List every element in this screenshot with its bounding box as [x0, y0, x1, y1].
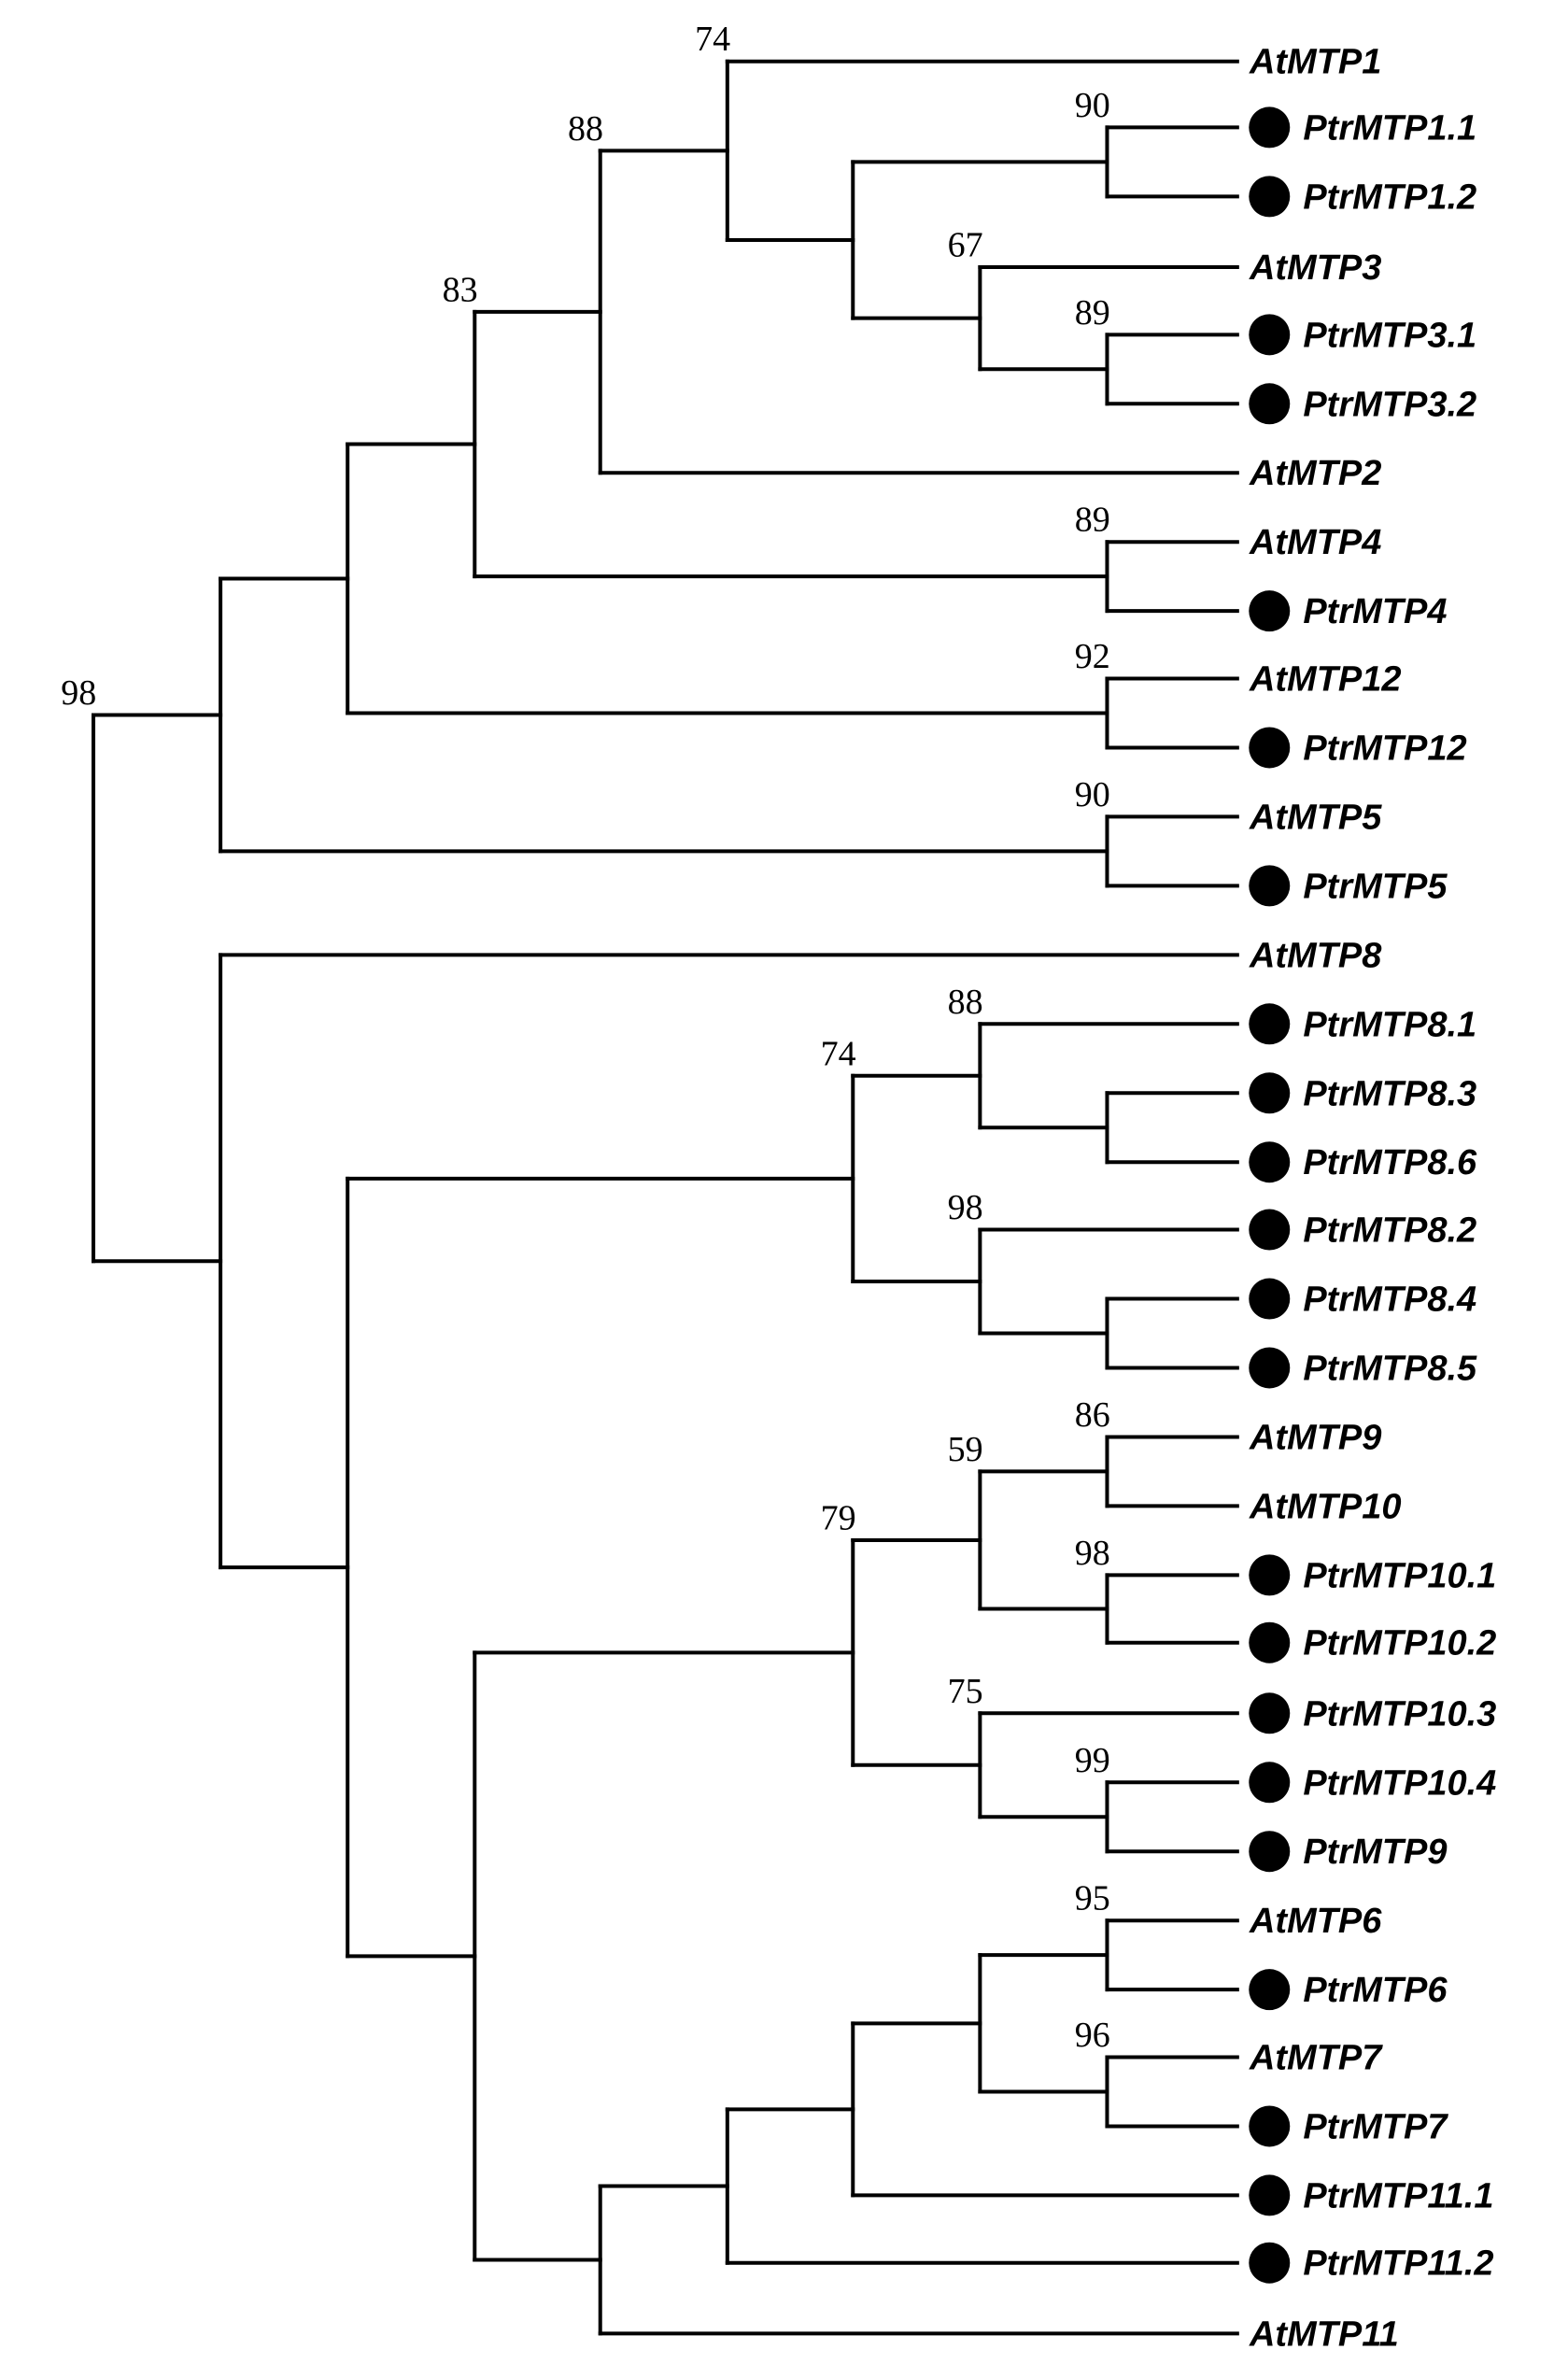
- leaf-label: PtrMTP8.1: [1303, 1005, 1476, 1044]
- leaf-label: PtrMTP10.1: [1303, 1556, 1496, 1595]
- bootstrap-value: 96: [1075, 2016, 1110, 2055]
- leaf-label: AtMTP5: [1249, 798, 1382, 837]
- bootstrap-value: 89: [1075, 501, 1110, 540]
- filled-circle-marker: [1249, 1969, 1291, 2011]
- filled-circle-marker: [1249, 106, 1291, 149]
- leaf-label: AtMTP9: [1249, 1418, 1381, 1457]
- filled-circle-marker: [1249, 727, 1291, 769]
- filled-circle-marker: [1249, 1621, 1291, 1663]
- bootstrap-value: 74: [695, 20, 730, 59]
- filled-circle-marker: [1249, 1278, 1291, 1320]
- bootstrap-value: 75: [948, 1672, 983, 1711]
- bootstrap-value: 86: [1075, 1395, 1110, 1435]
- leaf-label: PtrMTP3.1: [1303, 316, 1476, 355]
- bootstrap-value: 89: [1075, 293, 1110, 333]
- bootstrap-value: 59: [948, 1430, 983, 1469]
- bootstrap-value: 74: [821, 1034, 856, 1073]
- leaf-label: AtMTP7: [1249, 2038, 1383, 2077]
- leaf-label: PtrMTP5: [1303, 867, 1448, 906]
- leaf-label: AtMTP12: [1249, 659, 1402, 699]
- bootstrap-value: 88: [568, 109, 603, 149]
- leaf-label: PtrMTP12: [1303, 729, 1466, 768]
- leaf-label: PtrMTP8.2: [1303, 1211, 1476, 1251]
- leaf-label: PtrMTP8.3: [1303, 1074, 1476, 1113]
- leaf-label: AtMTP8: [1249, 936, 1382, 975]
- leaf-label: PtrMTP8.4: [1303, 1281, 1476, 1320]
- filled-circle-marker: [1249, 2174, 1291, 2216]
- bootstrap-values: 90 89 67 74 88 89 83 92 90 88 98 74 86 98 59 99 75 79 95 96…: [61, 20, 1109, 2055]
- leaf-label: PtrMTP4: [1303, 592, 1447, 631]
- leaf-label: PtrMTP10.2: [1303, 1624, 1496, 1663]
- bootstrap-value: 92: [1075, 637, 1110, 676]
- tree-branches: [92, 59, 1239, 2336]
- filled-circle-marker: [1249, 314, 1291, 356]
- leaf-label: PtrMTP6: [1303, 1971, 1448, 2010]
- leaf-markers: [1249, 106, 1291, 2284]
- leaf-label: PtrMTP8.6: [1303, 1143, 1477, 1182]
- leaf-label: AtMTP4: [1249, 523, 1381, 562]
- bootstrap-value: 88: [948, 983, 983, 1022]
- filled-circle-marker: [1249, 1831, 1291, 1873]
- leaf-label: PtrMTP1.1: [1303, 108, 1476, 148]
- filled-circle-marker: [1249, 1347, 1291, 1389]
- leaf-label: PtrMTP9: [1303, 1833, 1447, 1872]
- filled-circle-marker: [1249, 865, 1291, 907]
- bootstrap-value: 83: [443, 270, 478, 309]
- bootstrap-value: 67: [948, 225, 983, 264]
- filled-circle-marker: [1249, 176, 1291, 218]
- bootstrap-value: 99: [1075, 1741, 1110, 1780]
- leaf-label: AtMTP1: [1249, 43, 1381, 82]
- filled-circle-marker: [1249, 383, 1291, 425]
- leaf-labels: AtMTP1PtrMTP1.1PtrMTP1.2AtMTP3PtrMTP3.1P…: [1249, 43, 1496, 2355]
- leaf-label: PtrMTP10.3: [1303, 1694, 1496, 1734]
- bootstrap-value: 79: [821, 1498, 856, 1537]
- leaf-label: PtrMTP10.4: [1303, 1763, 1496, 1803]
- leaf-label: AtMTP6: [1249, 1902, 1382, 1941]
- bootstrap-value: 98: [1075, 1534, 1110, 1573]
- filled-circle-marker: [1249, 1141, 1291, 1183]
- bootstrap-value: 95: [1075, 1879, 1110, 1918]
- filled-circle-marker: [1249, 590, 1291, 632]
- bootstrap-value: 90: [1075, 86, 1110, 125]
- bootstrap-value: 90: [1075, 775, 1110, 814]
- filled-circle-marker: [1249, 1692, 1291, 1734]
- bootstrap-value: 98: [948, 1188, 983, 1227]
- leaf-label: AtMTP11: [1249, 2314, 1399, 2354]
- bootstrap-value: 98: [61, 673, 96, 713]
- filled-circle-marker: [1249, 1554, 1291, 1596]
- leaf-label: PtrMTP8.5: [1303, 1349, 1477, 1388]
- leaf-label: PtrMTP11.1: [1303, 2176, 1493, 2215]
- filled-circle-marker: [1249, 2242, 1291, 2284]
- leaf-label: PtrMTP3.2: [1303, 385, 1476, 424]
- leaf-label: AtMTP10: [1249, 1487, 1402, 1526]
- filled-circle-marker: [1249, 1072, 1291, 1114]
- leaf-label: PtrMTP7: [1303, 2107, 1448, 2146]
- filled-circle-marker: [1249, 1762, 1291, 1804]
- filled-circle-marker: [1249, 1003, 1291, 1045]
- filled-circle-marker: [1249, 2105, 1291, 2147]
- leaf-label: AtMTP3: [1249, 248, 1381, 288]
- leaf-label: AtMTP2: [1249, 454, 1381, 493]
- leaf-label: PtrMTP11.2: [1303, 2244, 1493, 2284]
- filled-circle-marker: [1249, 1209, 1291, 1251]
- leaf-label: PtrMTP1.2: [1303, 177, 1476, 217]
